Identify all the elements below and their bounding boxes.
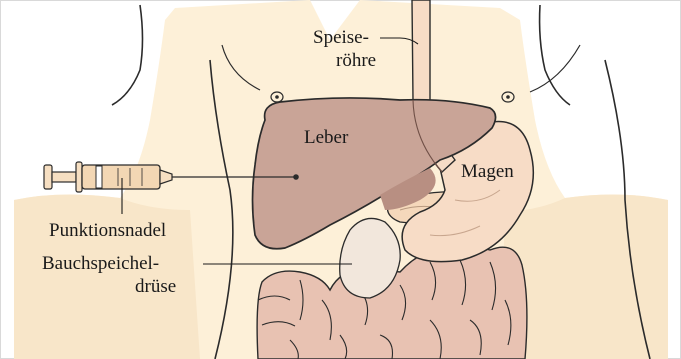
label-stomach: Magen [461, 161, 514, 183]
label-esophagus-line1: Speise- [313, 27, 369, 49]
label-esophagus-line2: röhre [336, 50, 376, 72]
plunger-thumb [44, 165, 52, 189]
plunger-seal [96, 166, 102, 188]
barrel-flange [76, 162, 82, 192]
label-pancreas-line2: drüse [135, 276, 176, 298]
label-liver: Leber [304, 127, 348, 149]
label-needle: Punktionsnadel [49, 220, 166, 242]
label-pancreas-line1: Bauchspeichel- [42, 253, 159, 275]
plunger-rod [52, 172, 76, 182]
barrel [82, 165, 160, 189]
